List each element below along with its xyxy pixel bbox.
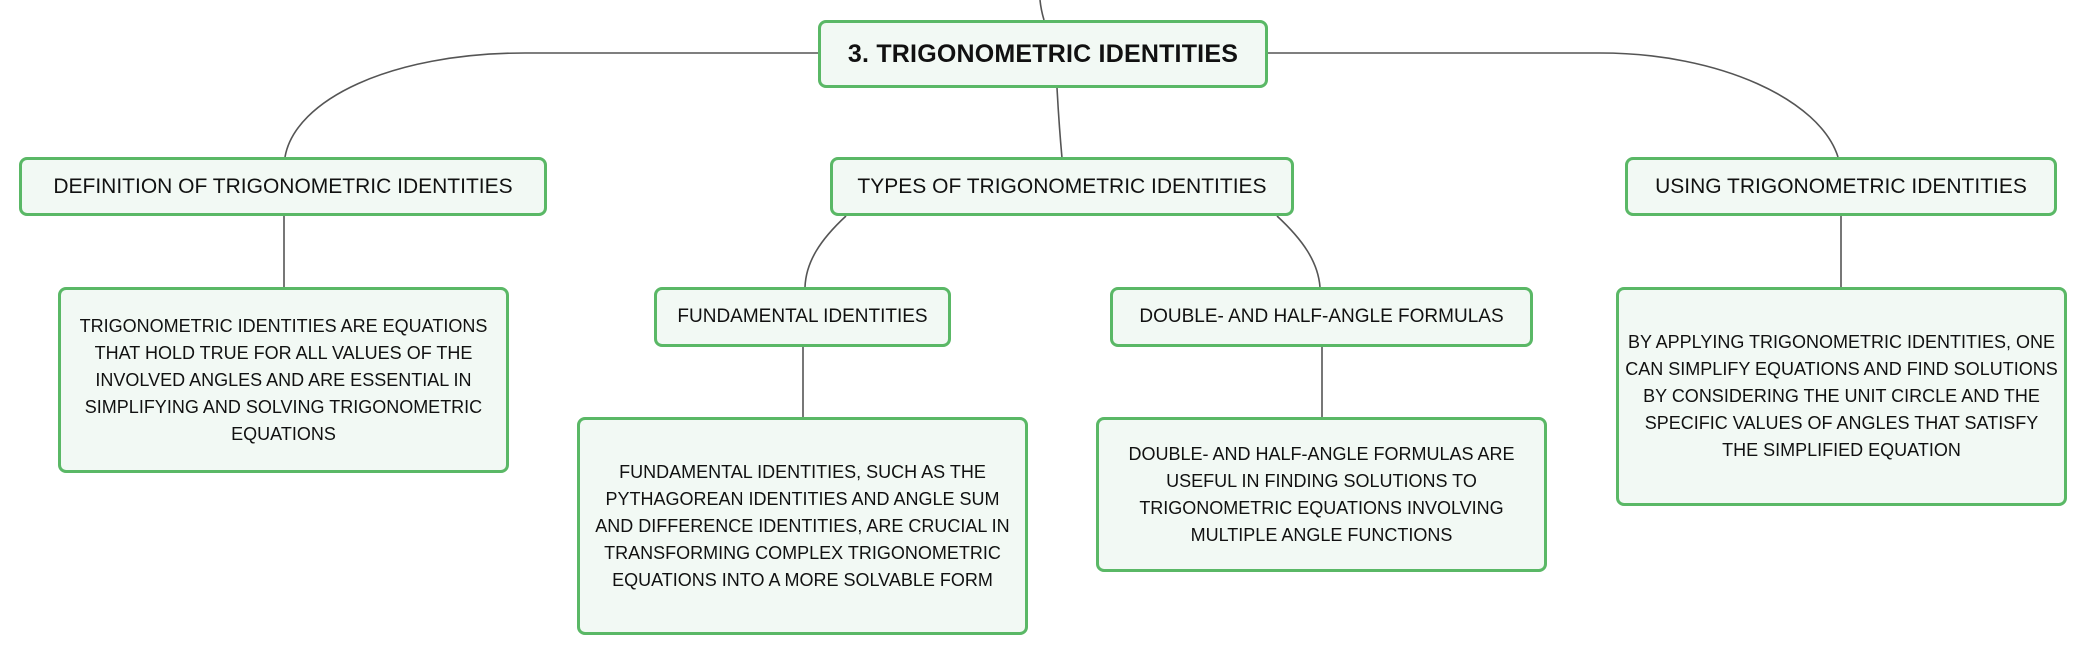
branch-using-label: USING TRIGONOMETRIC IDENTITIES	[1655, 174, 2027, 198]
subtopic-fundamental-label: FUNDAMENTAL IDENTITIES	[677, 306, 928, 327]
detail-definition[interactable]: TRIGONOMETRIC IDENTITIES ARE EQUATIONS T…	[58, 287, 509, 473]
connector-root-to-definition	[284, 52, 818, 158]
subtopic-fundamental-identities[interactable]: FUNDAMENTAL IDENTITIES	[654, 287, 951, 347]
branch-types[interactable]: TYPES OF TRIGONOMETRIC IDENTITIES	[830, 157, 1294, 216]
connector-types-to-fundamental	[804, 215, 847, 288]
detail-using-text: BY APPLYING TRIGONOMETRIC IDENTITIES, ON…	[1625, 332, 2058, 460]
detail-definition-text: TRIGONOMETRIC IDENTITIES ARE EQUATIONS T…	[79, 315, 488, 444]
branch-types-label: TYPES OF TRIGONOMETRIC IDENTITIES	[857, 174, 1267, 198]
branch-definition[interactable]: DEFINITION OF TRIGONOMETRIC IDENTITIES	[19, 157, 547, 216]
subtopic-double-half-angle[interactable]: DOUBLE- AND HALF-ANGLE FORMULAS	[1110, 287, 1533, 347]
branch-using[interactable]: USING TRIGONOMETRIC IDENTITIES	[1625, 157, 2057, 216]
connector-root-parent	[1039, 0, 1045, 21]
connector-root-to-types	[1056, 87, 1063, 159]
detail-fundamental-identities[interactable]: FUNDAMENTAL IDENTITIES, SUCH AS THE PYTH…	[577, 417, 1028, 635]
detail-using[interactable]: BY APPLYING TRIGONOMETRIC IDENTITIES, ON…	[1616, 287, 2067, 506]
connector-types-to-double	[1276, 215, 1321, 288]
detail-double-half-angle[interactable]: DOUBLE- AND HALF-ANGLE FORMULAS ARE USEF…	[1096, 417, 1547, 572]
root-topic-label: 3. TRIGONOMETRIC IDENTITIES	[847, 39, 1239, 68]
branch-definition-label: DEFINITION OF TRIGONOMETRIC IDENTITIES	[53, 174, 513, 198]
connector-root-to-using	[1268, 52, 1839, 158]
detail-double-half-text: DOUBLE- AND HALF-ANGLE FORMULAS ARE USEF…	[1128, 443, 1515, 545]
root-topic[interactable]: 3. TRIGONOMETRIC IDENTITIES	[818, 20, 1268, 88]
subtopic-double-half-label: DOUBLE- AND HALF-ANGLE FORMULAS	[1139, 306, 1504, 327]
detail-fundamental-text: FUNDAMENTAL IDENTITIES, SUCH AS THE PYTH…	[595, 461, 1010, 590]
